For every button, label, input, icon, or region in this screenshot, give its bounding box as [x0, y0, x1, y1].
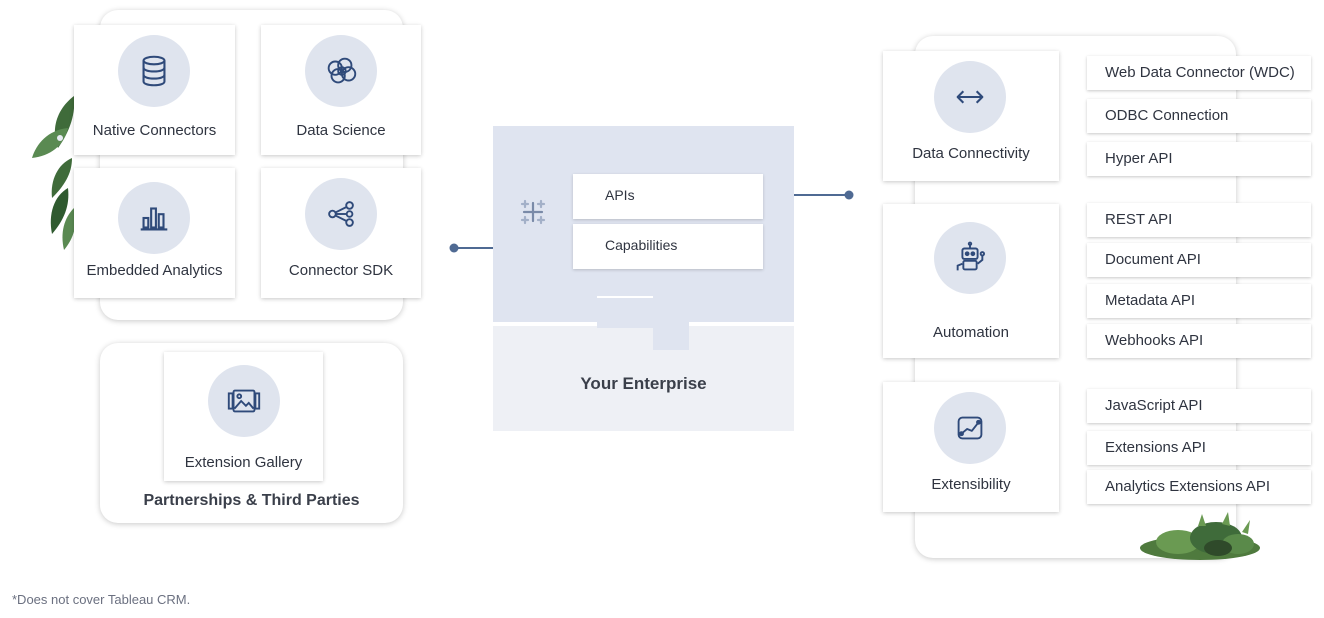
api-item-extensions[interactable]: Extensions API: [1087, 431, 1311, 465]
robot-icon: [934, 222, 1006, 294]
native-connectors-card[interactable]: Native Connectors: [74, 25, 235, 155]
connector-sdk-card[interactable]: Connector SDK: [261, 168, 421, 298]
embedded-analytics-label: Embedded Analytics: [86, 262, 223, 279]
tableau-logo-icon: [520, 199, 546, 225]
extension-gallery-label: Extension Gallery: [184, 454, 303, 471]
arrows-horizontal-icon: [934, 61, 1006, 133]
api-item-hyper[interactable]: Hyper API: [1087, 142, 1311, 176]
automation-card[interactable]: Automation: [883, 204, 1059, 358]
data-science-card[interactable]: Data Science: [261, 25, 421, 155]
bar-chart-icon: [118, 182, 190, 254]
footnote: *Does not cover Tableau CRM.: [12, 592, 191, 607]
partnerships-title: Partnerships & Third Parties: [143, 492, 360, 509]
enterprise-tab: [653, 316, 689, 350]
api-item-odbc[interactable]: ODBC Connection: [1087, 99, 1311, 133]
data-connectivity-label: Data Connectivity: [912, 145, 1030, 162]
api-item-rest[interactable]: REST API: [1087, 203, 1311, 237]
extension-gallery-card[interactable]: Extension Gallery: [164, 352, 323, 481]
enterprise-base: [493, 326, 794, 431]
gallery-image-icon: [208, 365, 280, 437]
api-item-analytics-extensions[interactable]: Analytics Extensions API: [1087, 470, 1311, 504]
connector-sdk-label: Connector SDK: [288, 262, 394, 279]
trend-chart-icon: [934, 392, 1006, 464]
enterprise-notch-fill: [597, 298, 653, 328]
extensibility-label: Extensibility: [931, 476, 1011, 493]
native-connectors-label: Native Connectors: [92, 122, 217, 139]
extensibility-card[interactable]: Extensibility: [883, 382, 1059, 512]
right-connector-dot: [844, 190, 854, 200]
left-connector-dot: [449, 243, 459, 253]
api-item-webhooks[interactable]: Webhooks API: [1087, 324, 1311, 358]
api-item-metadata[interactable]: Metadata API: [1087, 284, 1311, 318]
share-nodes-icon: [305, 178, 377, 250]
apis-box[interactable]: APIs: [573, 174, 763, 219]
api-item-document[interactable]: Document API: [1087, 243, 1311, 277]
enterprise-block: APIs Capabilities Your Enterprise: [493, 126, 794, 431]
data-science-label: Data Science: [296, 122, 386, 139]
automation-label: Automation: [933, 324, 1009, 341]
bush-decoration: [1140, 512, 1260, 560]
api-item-javascript[interactable]: JavaScript API: [1087, 389, 1311, 423]
enterprise-title: Your Enterprise: [580, 374, 707, 393]
data-science-icon: [305, 35, 377, 107]
database-icon: [118, 35, 190, 107]
api-item-wdc[interactable]: Web Data Connector (WDC): [1087, 56, 1311, 90]
embedded-analytics-card[interactable]: Embedded Analytics: [74, 168, 235, 298]
leaf-decoration: [32, 96, 85, 250]
capabilities-box[interactable]: Capabilities: [573, 224, 763, 269]
data-connectivity-card[interactable]: Data Connectivity: [883, 51, 1059, 181]
